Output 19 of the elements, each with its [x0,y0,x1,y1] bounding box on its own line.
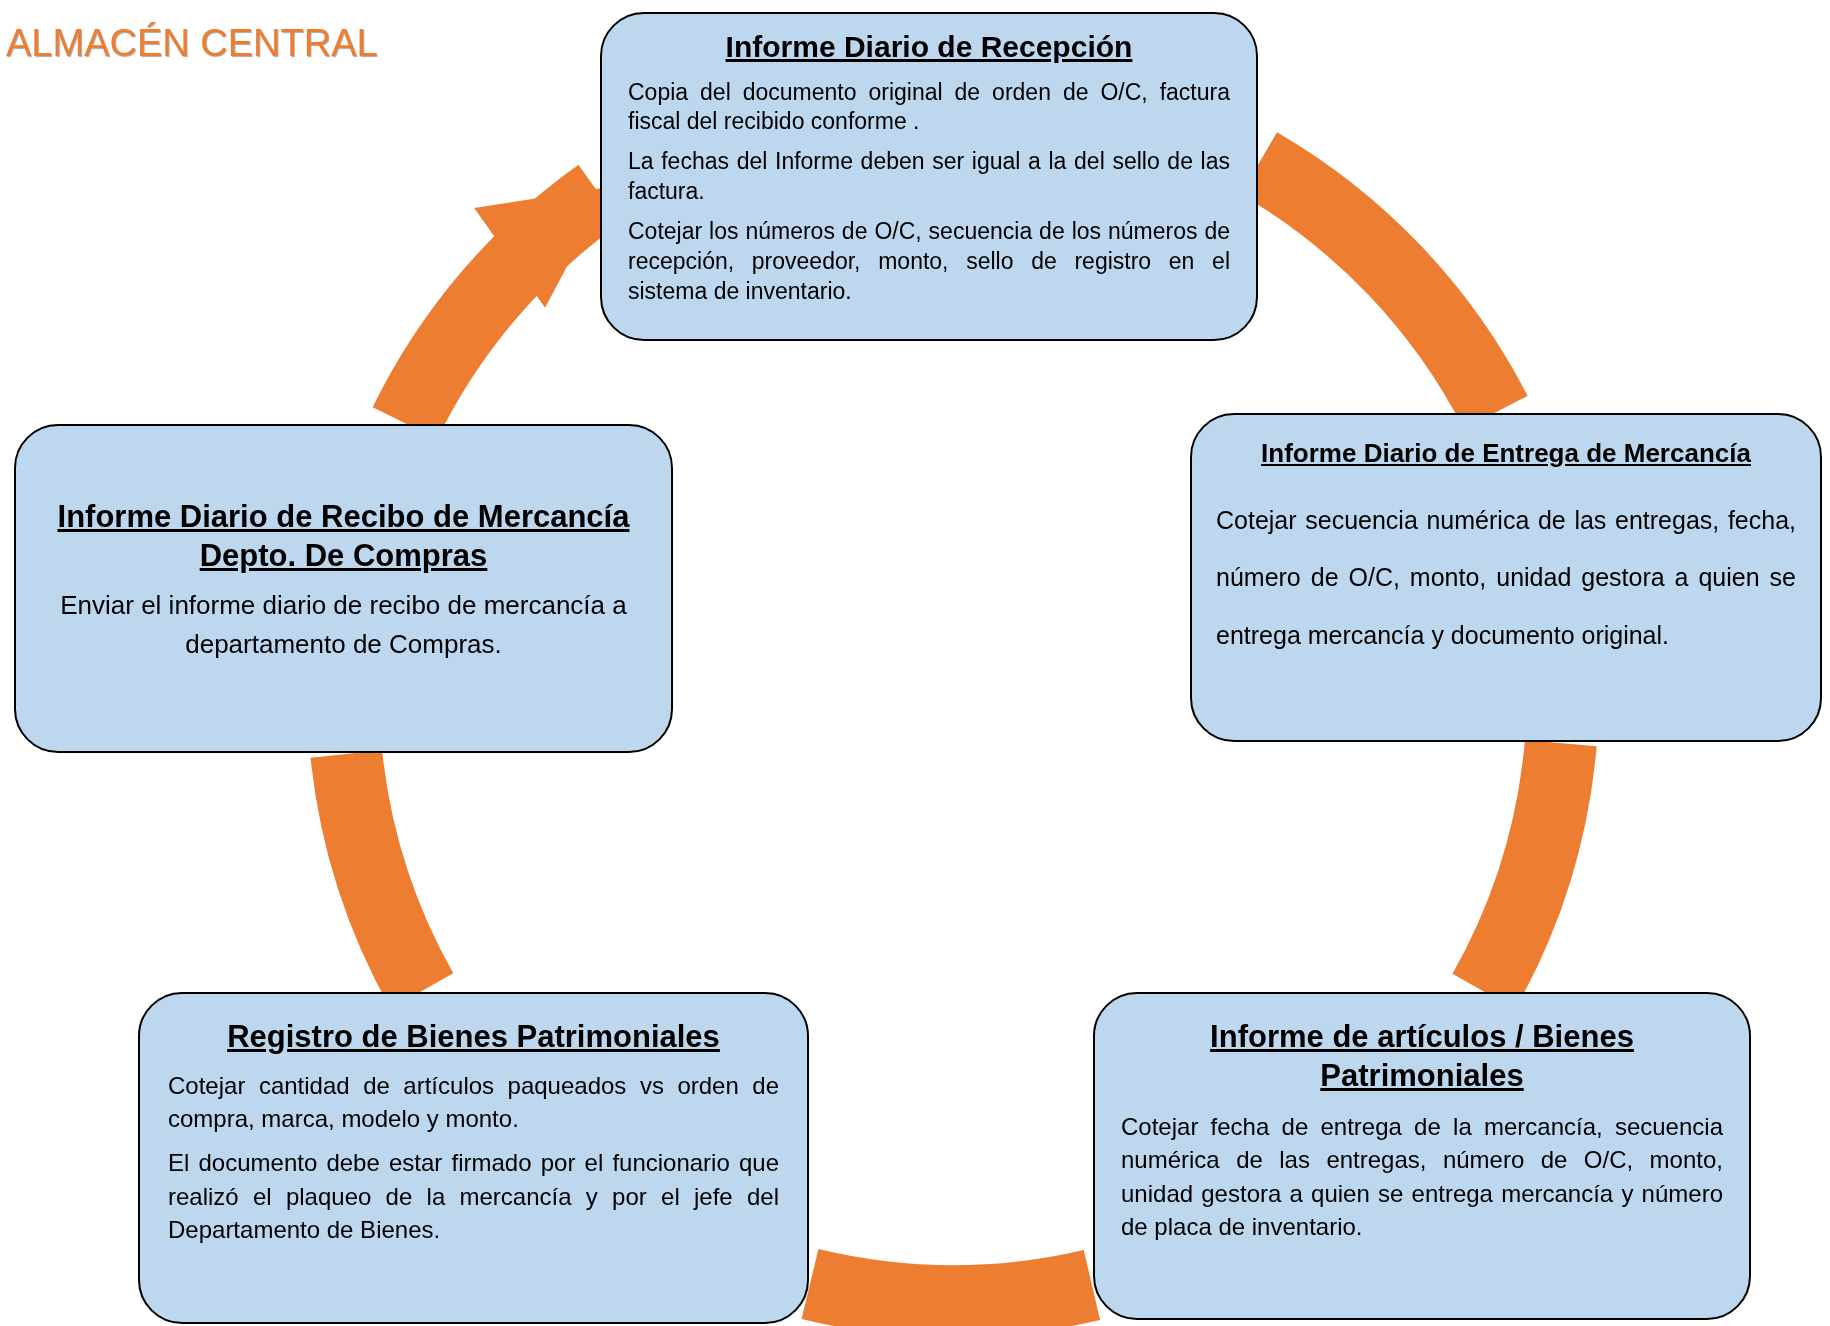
box-text: Copia del documento original de orden de O/C, factura fiscal del recibido conforme . [628,77,1230,137]
box-heading: Registro de Bienes Patrimoniales [227,1018,720,1056]
box-text: Cotejar cantidad de artículos paqueados vs orden de compra, marca, modelo y monto. [168,1070,779,1135]
process-box [14,424,673,753]
box-heading: Informe Diario de Recepción [725,29,1133,65]
box-text: Enviar el informe diario de recibo de mercancía a departamento de Compras. [59,588,628,661]
box-heading: Informe Diario de Entrega de Mercancía [1261,437,1751,470]
box-heading: Informe de artículos / Bienes Patrimoniales [1209,1018,1635,1095]
diagram-title: ALMACÉN CENTRAL [6,22,378,65]
box-text: Cotejar los números de O/C, secuencia de los números de recepción, proveedor, monto, sello de registro en el sistema de inventario. [628,217,1230,306]
box-text: Cotejar secuencia numérica de las entregas, fecha, número de O/C, monto, unidad gestora a quien se entrega mercancía y documento original. [1216,504,1796,651]
process-box [1093,992,1751,1320]
box-heading: Informe Diario de Recibo de Mercancía Depto. De Compras [56,498,631,575]
process-box [138,992,809,1324]
box-text: La fechas del Informe deben ser igual a la del sello de las factura. [628,147,1230,207]
process-box [600,12,1258,341]
process-box [1190,413,1822,742]
box-text: Cotejar fecha de entrega de la mercancía, secuencia numérica de las entregas, número de O/C, monto, unidad gestora a quien se entrega mercancía y número de placa de inventario. [1121,1111,1723,1243]
box-text: El documento debe estar firmado por el funcionario que realizó el plaqueo de la mercancía y por el jefe del Departamento de Bienes. [168,1147,779,1246]
